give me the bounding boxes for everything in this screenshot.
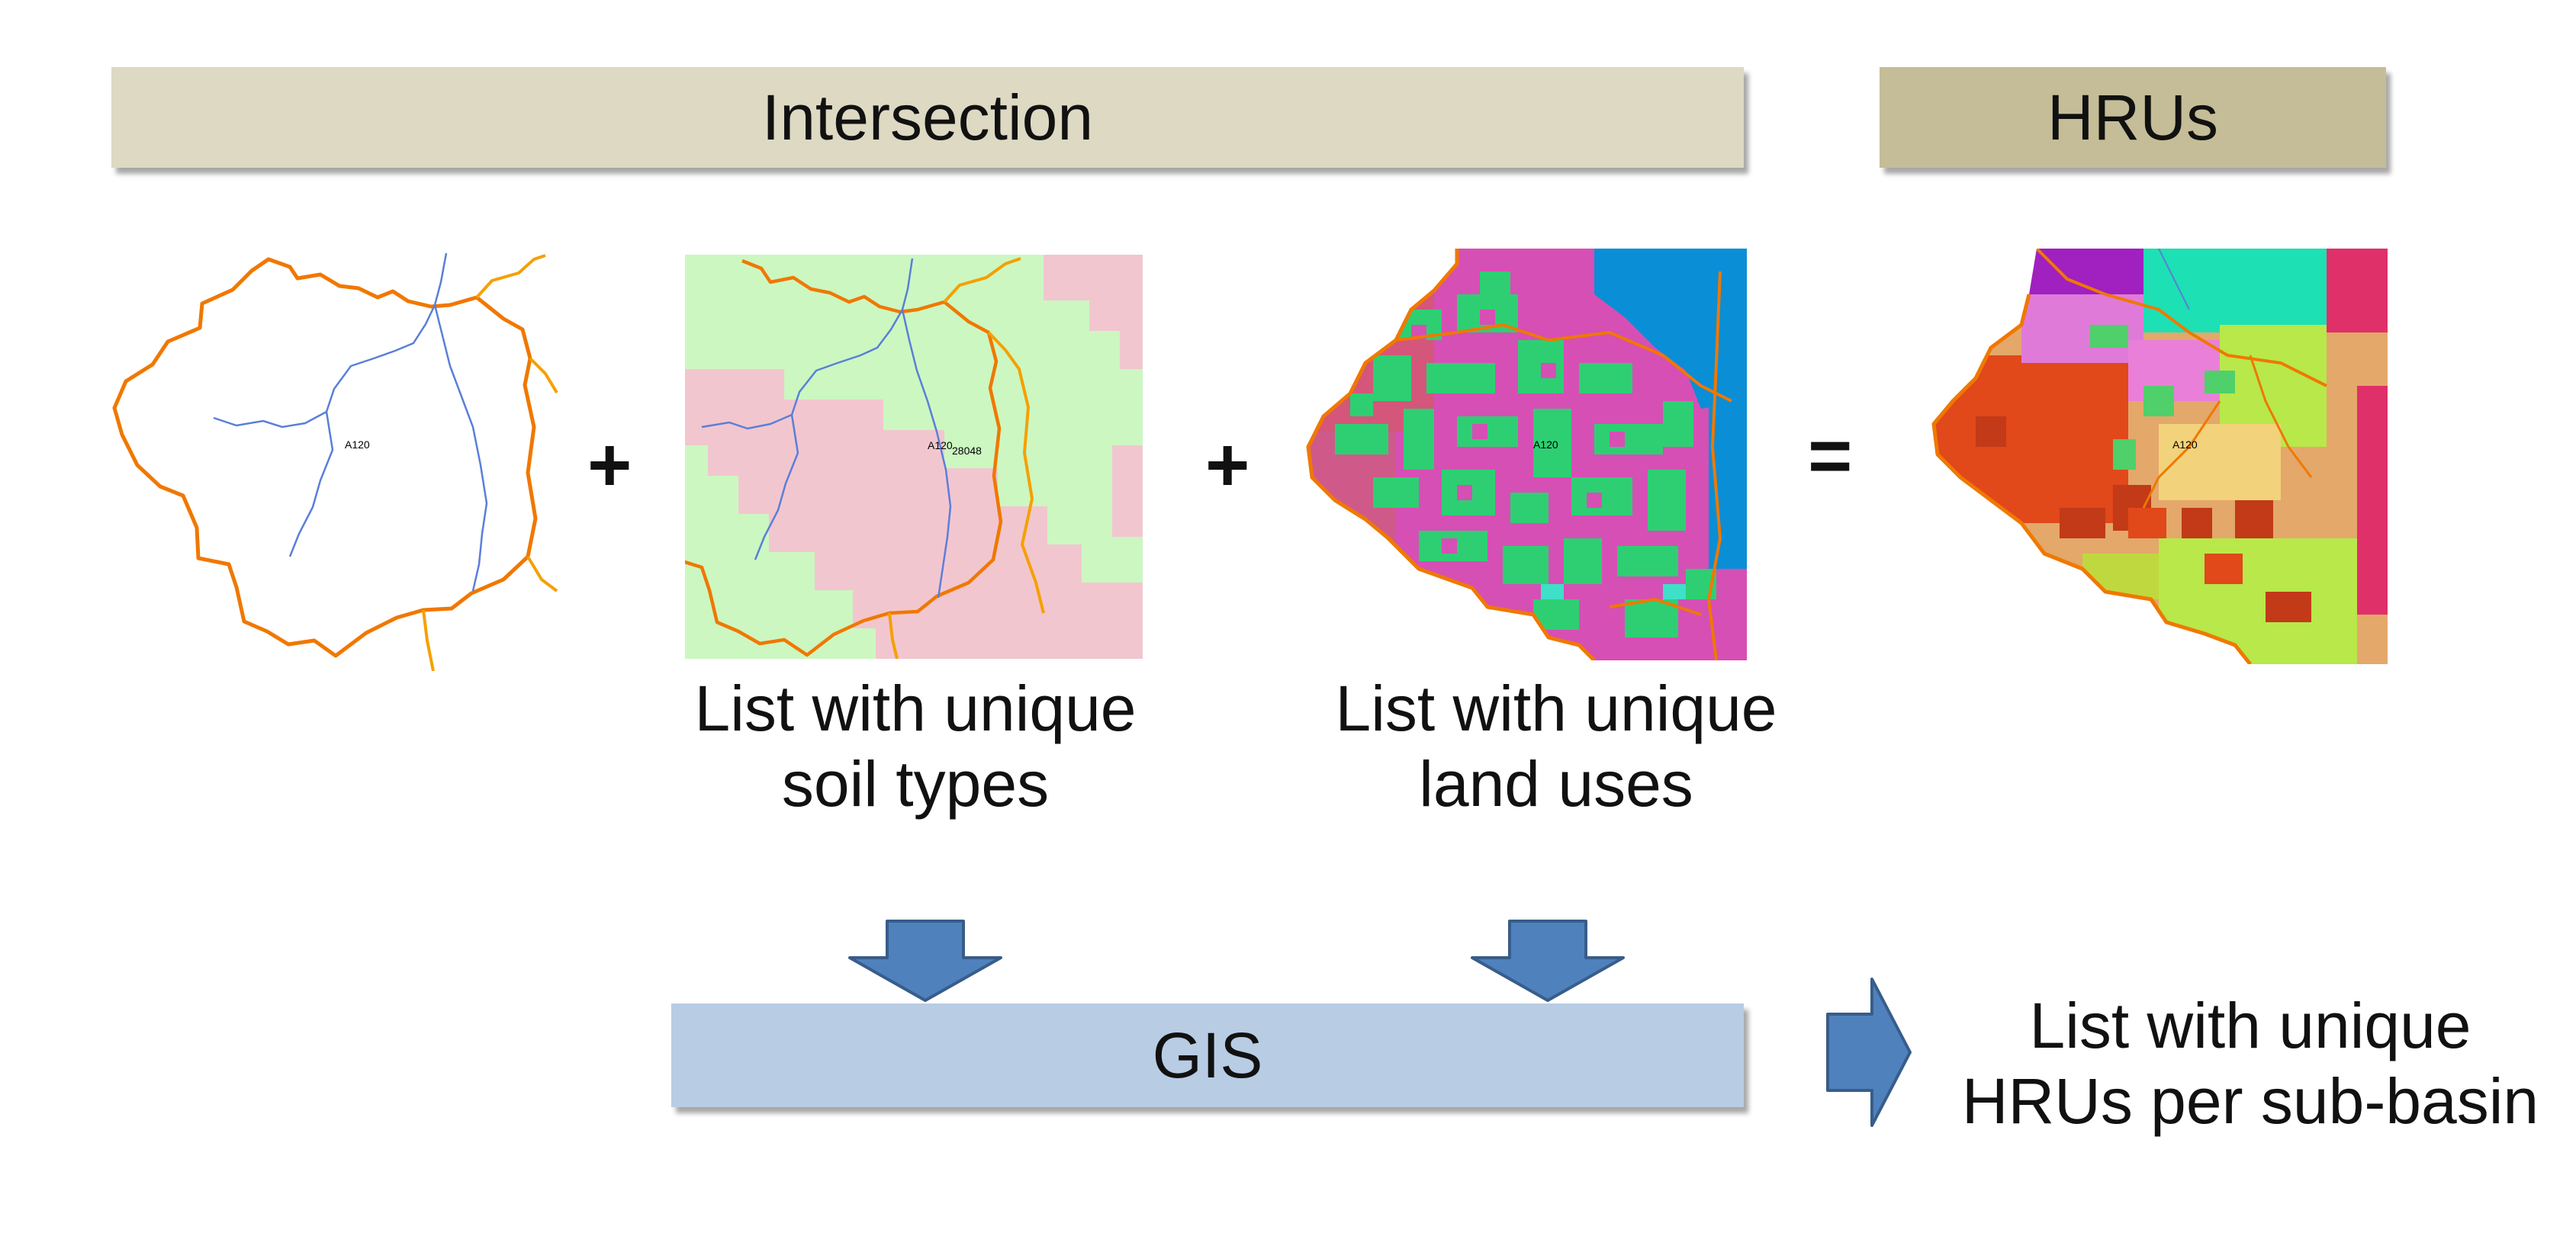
subbasin-label: A120 <box>345 438 370 451</box>
down-arrow <box>1471 920 1625 1002</box>
landuse-caption: List with unique land uses <box>1312 671 1800 822</box>
subbasin-label: A120 <box>2172 438 2198 451</box>
gis-label: GIS <box>1152 1019 1263 1091</box>
subbasin-label: A120 <box>928 439 953 451</box>
hru-map: A120 <box>1931 249 2388 664</box>
soil-caption: List with unique soil types <box>671 671 1159 822</box>
landuse-map: A120 <box>1306 249 1747 660</box>
result-caption-line2: HRUs per sub-basin <box>1961 1065 2539 1138</box>
subbasin-map: A120 <box>112 252 558 671</box>
soil-code-label: 28048 <box>952 445 982 457</box>
result-caption: List with unique HRUs per sub-basin <box>1938 988 2563 1139</box>
soil-map: A120 28048 <box>685 255 1143 659</box>
soil-caption-line1: List with unique <box>694 673 1137 744</box>
down-arrow <box>848 920 1002 1002</box>
right-arrow <box>1826 978 1912 1127</box>
landuse-caption-line2: land uses <box>1419 748 1693 820</box>
intersection-label: Intersection <box>761 81 1094 153</box>
gis-process-bar: GIS <box>671 1003 1744 1107</box>
soil-caption-line2: soil types <box>781 748 1050 820</box>
equals-operator: = <box>1808 413 1853 499</box>
plus-operator: + <box>1205 422 1250 508</box>
intersection-header: Intersection <box>111 67 1744 168</box>
landuse-caption-line1: List with unique <box>1335 673 1777 744</box>
result-caption-line1: List with unique <box>2029 990 2471 1061</box>
hrus-label: HRUs <box>2047 81 2218 153</box>
hrus-header: HRUs <box>1880 67 2386 168</box>
plus-operator: + <box>587 422 632 508</box>
subbasin-label: A120 <box>1533 438 1558 451</box>
